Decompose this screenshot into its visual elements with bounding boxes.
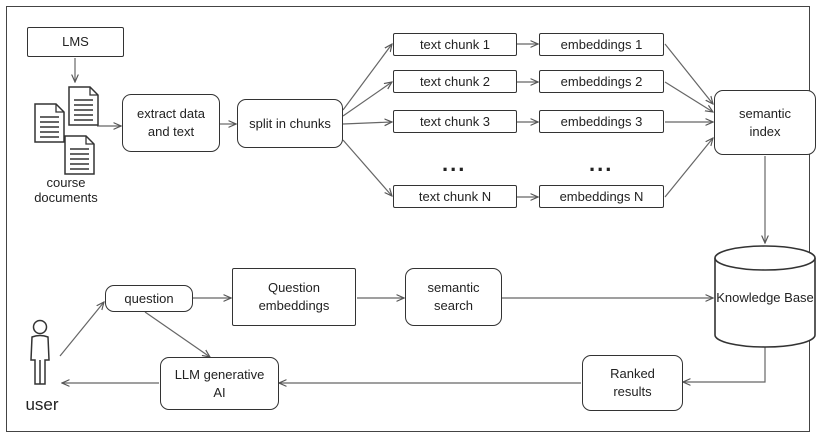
arrow-user-question (59, 302, 104, 357)
question-embeddings-node: Question embeddings (232, 268, 356, 326)
embeddings-3: embeddings 3 (539, 110, 664, 133)
llm-node: LLM generative AI (160, 357, 279, 410)
arrow-split-chunk3 (342, 122, 392, 124)
diagram-frame (6, 6, 810, 432)
arrow-split-chunk1 (342, 44, 392, 111)
embeddings-2-label: embeddings 2 (560, 73, 643, 89)
question-embeddings-label: Question embeddings (258, 280, 330, 313)
question-label: question (124, 290, 174, 306)
ranked-results-label: Ranked results (610, 366, 655, 399)
text-chunk-n: text chunk N (393, 185, 517, 208)
embeddings-3-label: embeddings 3 (560, 113, 643, 129)
split-node: split in chunks (237, 99, 343, 148)
document-icon (68, 86, 99, 126)
text-chunk-1: text chunk 1 (393, 33, 517, 56)
database-icon (714, 245, 816, 348)
arrow-question-llm (144, 311, 210, 357)
question-node: question (105, 285, 193, 312)
text-chunk-n-label: text chunk N (418, 188, 492, 204)
split-label: split in chunks (249, 115, 331, 131)
semantic-index-node: semantic index (714, 90, 816, 155)
embeddings-2: embeddings 2 (539, 70, 664, 93)
llm-label: LLM generative AI (174, 366, 265, 400)
embeddings-1: embeddings 1 (539, 33, 664, 56)
knowledge-base-label: Knowledge Base (716, 290, 814, 305)
chunks-ellipsis: ... (442, 151, 467, 176)
arrow-split-chunkN (342, 139, 392, 196)
arrow-split-chunk2 (342, 82, 392, 117)
arrow-emb1-index (664, 43, 713, 104)
document-icon (64, 135, 95, 175)
text-chunk-3: text chunk 3 (393, 110, 517, 133)
extract-node: extract data and text (122, 94, 220, 152)
text-chunk-2-label: text chunk 2 (419, 73, 491, 89)
arrow-embN-index (664, 138, 713, 198)
embeddings-1-label: embeddings 1 (560, 36, 643, 52)
lms-label: LMS (62, 34, 89, 50)
user-icon (30, 319, 50, 385)
semantic-search-label: semantic search (427, 280, 480, 313)
embeddings-n-label: embeddings N (559, 188, 644, 204)
semantic-search-node: semantic search (405, 268, 502, 326)
arrow-kb-ranked (683, 347, 766, 382)
ranked-results-node: Ranked results (582, 355, 683, 411)
text-chunk-1-label: text chunk 1 (419, 36, 491, 52)
text-chunk-2: text chunk 2 (393, 70, 517, 93)
semantic-index-label: semantic index (738, 105, 792, 139)
extract-label: extract data and text (137, 106, 205, 139)
user-label: user (25, 395, 59, 414)
embeddings-n: embeddings N (539, 185, 664, 208)
text-chunk-3-label: text chunk 3 (419, 113, 491, 129)
course-documents-label: course documents (34, 175, 98, 205)
arrow-emb2-index (664, 81, 713, 112)
document-icon (34, 103, 65, 143)
embeddings-ellipsis: ... (589, 151, 614, 176)
lms-box: LMS (27, 27, 124, 57)
